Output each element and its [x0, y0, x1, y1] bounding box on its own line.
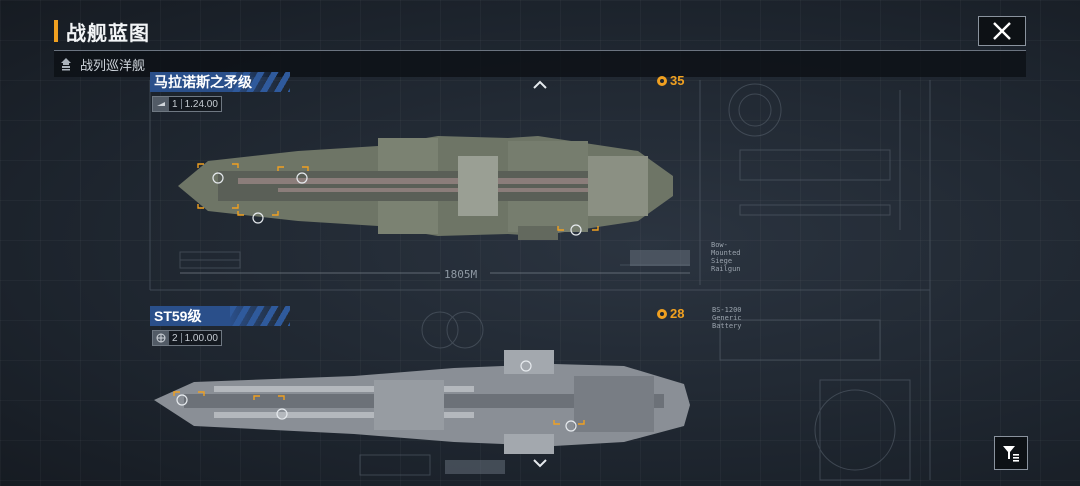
ship-name-tag: 马拉诺斯之矛级: [150, 72, 290, 92]
chevron-down-icon[interactable]: [532, 458, 548, 468]
ship-model-1[interactable]: [178, 116, 678, 256]
stat-count: 2: [172, 332, 178, 344]
stat-value: 1.00.00: [184, 332, 218, 344]
stat-count: 1: [172, 98, 178, 110]
page-header: 战舰蓝图: [54, 14, 150, 48]
ship-stats: 2 1.00.00: [152, 330, 222, 346]
filter-button[interactable]: [994, 436, 1028, 470]
page-title: 战舰蓝图: [66, 22, 150, 45]
title-accent-bar: [54, 20, 58, 42]
stat-value: 1.24.00: [184, 98, 218, 110]
category-label: 战列巡洋舰: [80, 57, 146, 73]
globe-icon: [153, 331, 169, 345]
ship-card-1[interactable]: 马拉诺斯之矛级 1 1.24.00 35: [150, 72, 741, 276]
power-gear-icon: [657, 308, 667, 319]
power-value: 28: [670, 306, 685, 321]
ship-name-tag: ST59级: [150, 306, 290, 326]
rank-chevron-icon: [61, 58, 71, 71]
filter-icon: [1003, 446, 1019, 462]
ship-model-2[interactable]: [154, 350, 694, 460]
ship-name: ST59级: [154, 308, 202, 324]
weapon-annotation: BS-1200 Generic Battery: [712, 306, 742, 330]
combat-power: 35: [656, 73, 684, 88]
ship-stats: 1 1.24.00: [152, 96, 222, 112]
hull-icon: [153, 97, 169, 111]
ship-name: 马拉诺斯之矛级: [154, 74, 252, 90]
chevron-up-icon[interactable]: [532, 80, 548, 90]
close-button[interactable]: [978, 16, 1026, 46]
ship-length: 1805M: [444, 268, 478, 281]
ship-card-2[interactable]: ST59级 2 1.00.00 28: [150, 306, 742, 476]
power-gear-icon: [657, 75, 667, 86]
combat-power: 28: [656, 306, 684, 321]
weapon-annotation: Bow-Mounted Siege Railgun: [711, 241, 741, 273]
power-value: 35: [670, 73, 685, 88]
header-divider: [54, 50, 1026, 51]
close-icon: [993, 22, 1011, 40]
